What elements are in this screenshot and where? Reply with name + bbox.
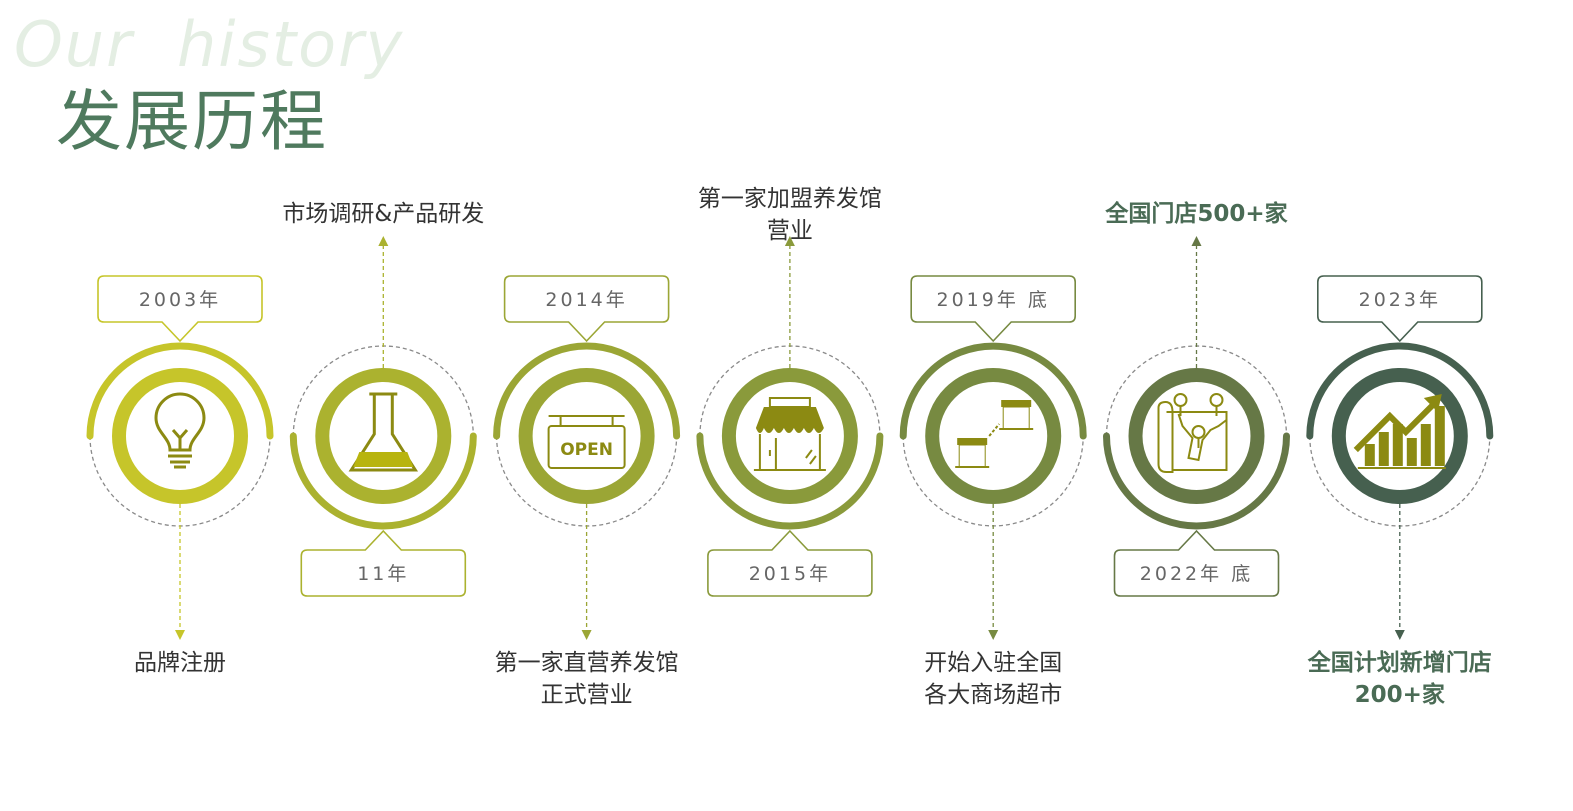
milestone-description: 正式营业 (541, 682, 633, 708)
outer-arc (1306, 342, 1494, 440)
milestone-description: 开始入驻全国 (924, 650, 1062, 676)
milestone-description: 全国计划新增门店 (1307, 649, 1492, 676)
milestone-description: 各大商场超市 (924, 682, 1062, 708)
inner-ring (721, 368, 858, 504)
open-sign-icon: OPEN (547, 415, 626, 469)
year-label-box (1113, 529, 1280, 597)
year-label-box (503, 275, 670, 343)
milestone-description: 第一家直营养发馆 (495, 650, 679, 676)
timeline-item: 11年 市场调研&产品研发 (282, 201, 484, 597)
page-title: 发展历程 (56, 83, 328, 160)
open-sign-text: OPEN (560, 440, 613, 460)
milestone-description: 全国门店500+家 (1104, 200, 1287, 227)
inner-ring (518, 368, 655, 504)
arrow-down-icon (175, 630, 185, 640)
year-label-box (707, 529, 873, 597)
arrow-down-icon (988, 630, 999, 640)
shops-connected-icon (955, 400, 1034, 468)
map-pins-icon (1157, 393, 1228, 473)
outer-arc (899, 342, 1087, 440)
timeline-item: 2022年 底 全国门店500+家 (1103, 200, 1290, 597)
inner-ring (925, 368, 1062, 504)
year-label: 2023年 (1359, 289, 1441, 311)
year-label: 11年 (357, 563, 409, 585)
year-label: 2019年 底 (936, 289, 1049, 311)
year-label-box (910, 275, 1076, 343)
year-label: 2014年 (545, 289, 627, 311)
outer-arc (696, 432, 884, 530)
outer-arc (493, 342, 681, 440)
year-label-box (300, 529, 467, 597)
milestone-description: 营业 (767, 218, 813, 244)
milestone-description: 品牌注册 (134, 650, 226, 676)
milestone-description: 市场调研&产品研发 (282, 201, 484, 227)
flask-icon (348, 392, 419, 472)
milestone-description: 200+家 (1355, 681, 1445, 708)
growth-chart-icon (1353, 394, 1446, 469)
title-english: Our history (14, 8, 405, 81)
arrow-up-icon (378, 236, 389, 246)
outer-arc (1103, 432, 1290, 530)
year-label: 2015年 (749, 563, 831, 585)
milestone-description: 第一家加盟养发馆 (698, 186, 882, 212)
storefront-icon (753, 397, 826, 471)
outer-arc (86, 342, 274, 440)
year-label-box (97, 275, 263, 343)
year-label-box (1317, 275, 1483, 343)
arrow-up-icon (1191, 236, 1202, 246)
arrow-down-icon (1394, 630, 1405, 640)
outer-arc (289, 432, 477, 530)
year-label: 2022年 底 (1140, 563, 1253, 585)
arrow-up-icon (784, 236, 795, 246)
lightbulb-icon (154, 392, 206, 469)
inner-ring (1128, 368, 1265, 504)
year-label: 2003年 (139, 289, 221, 311)
arrow-down-icon (581, 630, 592, 640)
